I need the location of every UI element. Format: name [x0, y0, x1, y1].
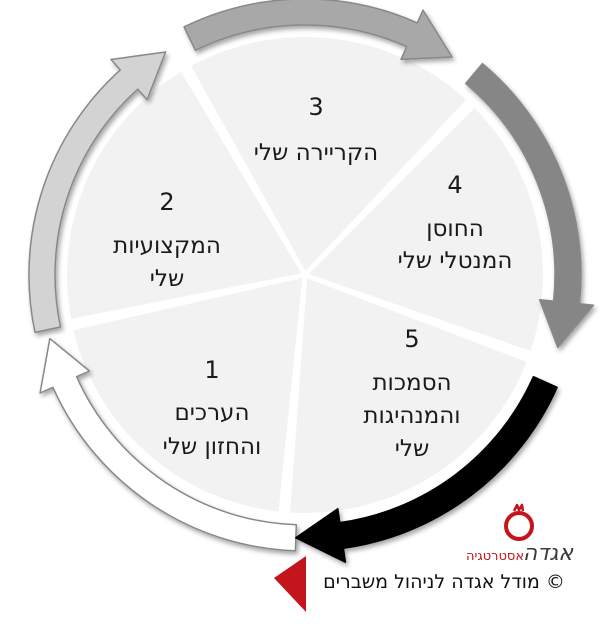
segment-3-number: 3 [308, 93, 323, 121]
segment-3-arrow [183, 0, 453, 61]
segment-4-arrow [464, 62, 595, 349]
segment-5-line-3: שלי [395, 436, 430, 462]
segment-2-line-1: המקצועיות [113, 233, 221, 259]
segment-1-number: 1 [204, 356, 219, 384]
segment-4-line-1: החוסן [426, 216, 484, 242]
segment-1-wedge [73, 278, 303, 512]
segment-5-line-2: והמנהיגות [363, 403, 460, 429]
segment-5-line-1: הסמכות [372, 370, 451, 396]
segment-1-line-1: הערכים [175, 400, 250, 426]
red-triangle-pointer [274, 556, 306, 612]
pomegranate-crown-icon [512, 503, 525, 512]
segment-2-label: 2 המקצועיות שלי [113, 188, 221, 292]
segment-2-arrow [28, 51, 167, 334]
segment-3-wedge [191, 36, 467, 272]
segment-2-line-2: שלי [150, 266, 185, 292]
segment-1-line-2: והחזון שלי [163, 434, 262, 460]
segment-4-label: 4 החוסן המנטלי שלי [398, 171, 513, 274]
pomegranate-icon [504, 511, 534, 541]
segment-1-arrow [39, 337, 298, 552]
segment-1-label: 1 הערכים והחזון שלי [163, 356, 262, 460]
segment-2-wedge [67, 71, 302, 319]
segment-5-arrow [295, 375, 558, 563]
segment-4-wedge [308, 107, 544, 351]
segment-3-line-1: הקריירה שלי [254, 140, 378, 166]
segment-5-label: 5 הסמכות והמנהיגות שלי [363, 325, 460, 462]
logo-sub-text: אסטרטגיה [466, 549, 524, 564]
segment-5-number: 5 [404, 325, 419, 353]
agada-logo: אגדה אסטרטגיה [466, 503, 574, 566]
segment-5-wedge [290, 278, 527, 513]
segment-4-number: 4 [447, 171, 462, 199]
segment-4-line-2: המנטלי שלי [398, 248, 513, 274]
logo-brand-text: אגדה [523, 541, 574, 566]
copyright-text: © מודל אגדה לניהול משברים [323, 571, 565, 593]
pie-wedges [67, 36, 544, 513]
cycle-arrows [28, 0, 595, 563]
segment-3-label: 3 הקריירה שלי [254, 93, 378, 166]
segment-2-number: 2 [159, 188, 174, 216]
